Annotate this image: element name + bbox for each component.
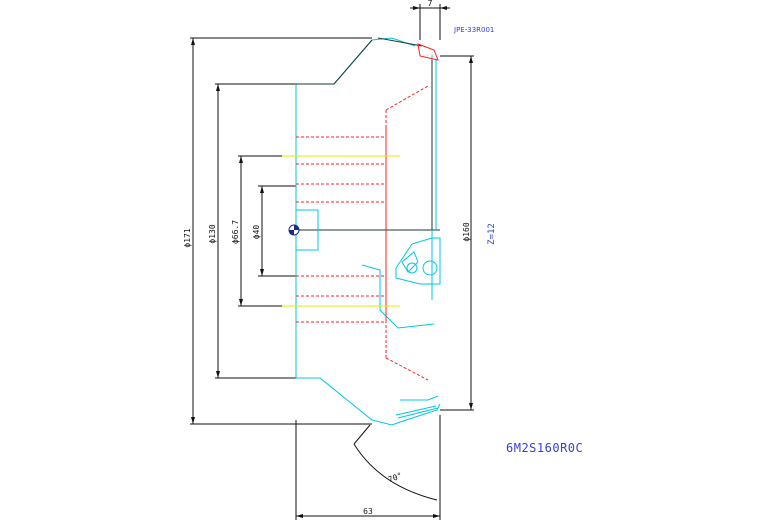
- cutter-body: [295, 37, 441, 426]
- section-outline: [296, 39, 433, 230]
- hidden-lines: [296, 85, 429, 381]
- bore-step-dia-label: ϕ66.7: [231, 220, 240, 244]
- body-dia-label: ϕ130: [208, 224, 217, 243]
- dimension-lines: [190, 4, 474, 520]
- bore-dia-label: ϕ40: [252, 225, 261, 240]
- dimension-labels: ϕ171 ϕ130 ϕ66.7 ϕ40 ϕ160 63 7 70°: [183, 0, 471, 516]
- height-label: 63: [363, 507, 373, 516]
- insert-offset-label: 7: [428, 0, 433, 8]
- teeth-label: Z=12: [487, 223, 497, 245]
- angle-label: 70°: [387, 471, 404, 484]
- datum-marker: [288, 224, 300, 236]
- part-ref-label: JPE-33R001: [453, 26, 494, 34]
- top-insert: [377, 37, 439, 61]
- arrowheads: [191, 6, 473, 518]
- outer-dia-label: ϕ171: [183, 228, 192, 247]
- cutting-dia-label: ϕ160: [462, 222, 471, 241]
- center-lines: [282, 155, 400, 307]
- insert-pocket: [395, 237, 441, 285]
- model-code-label: 6M2S160R0C: [506, 441, 583, 455]
